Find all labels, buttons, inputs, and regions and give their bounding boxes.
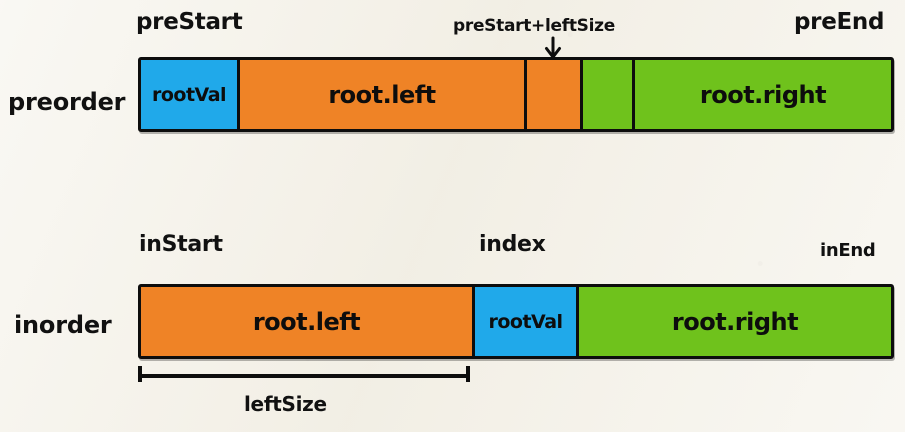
segment-in-root-right: root.right	[576, 287, 891, 356]
marker-index: index	[479, 232, 546, 257]
marker-prestart: preStart	[136, 9, 243, 35]
row-label-preorder: preorder	[8, 88, 126, 116]
segment-label: root.right	[671, 307, 799, 336]
marker-preend: preEnd	[794, 9, 885, 35]
marker-instart: inStart	[139, 232, 223, 257]
leftsize-bracket	[138, 366, 470, 382]
row-label-inorder: inorder	[14, 311, 112, 339]
preorder-bar: rootVal root.left root.right	[138, 57, 894, 132]
segment-label: root.left	[252, 307, 361, 336]
segment-pre-left-pad	[524, 60, 580, 129]
segment-in-root-left: root.left	[141, 287, 472, 356]
segment-in-rootval: rootVal	[472, 287, 576, 356]
bracket-span-line	[138, 374, 470, 378]
bracket-right-tick	[466, 366, 470, 382]
inorder-bar: root.left rootVal root.right	[138, 284, 894, 359]
segment-pre-root-right: root.right	[632, 60, 891, 129]
segment-label: rootVal	[488, 310, 563, 333]
segment-pre-right-pad	[580, 60, 632, 129]
segment-label: root.left	[328, 80, 436, 109]
segment-label: rootVal	[151, 83, 227, 106]
segment-pre-rootval: rootVal	[141, 60, 237, 129]
segment-pre-root-left: root.left	[237, 60, 524, 129]
marker-prestart-plus-leftsize: preStart+leftSize	[453, 16, 615, 36]
segment-label: root.right	[699, 80, 827, 109]
leftsize-label: leftSize	[244, 392, 327, 416]
marker-inend: inEnd	[820, 240, 876, 261]
